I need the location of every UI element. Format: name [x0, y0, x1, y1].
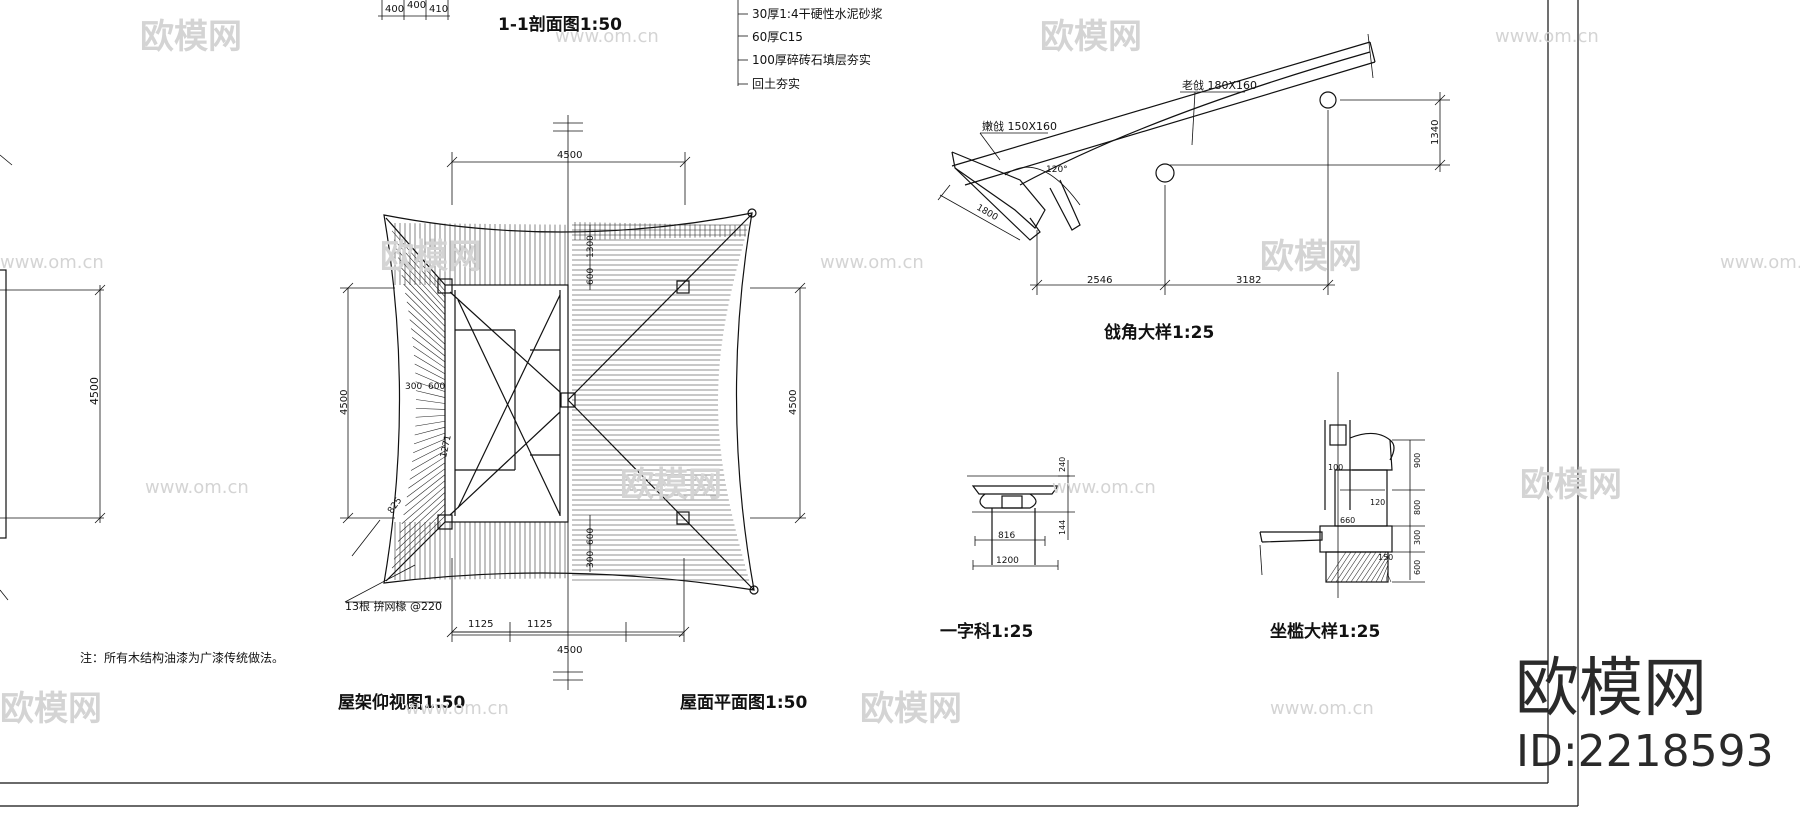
corner-angle-120: 120° — [1046, 165, 1068, 175]
far-left-height-dim: 4500 — [88, 377, 101, 405]
corner-detail-drawing: 2546 3182 1340 1800 120° 嫩戗 150X160 老戗 1… — [937, 33, 1450, 295]
plan-inner-dim-b: 600 — [428, 382, 445, 392]
wood-finish-note: 注：所有木结构油漆为广漆传统做法。 — [80, 650, 284, 665]
plan-side-dim-d: 300 — [586, 551, 596, 568]
plan-side-dim-c: 600 — [586, 528, 596, 545]
layer-note-2: 60厚C15 — [752, 30, 803, 44]
plan-diag-dim-a: 1271 — [439, 434, 454, 458]
watermark-url-7: www.om.cn — [1052, 477, 1156, 498]
bench-dim-900: 900 — [1413, 453, 1422, 468]
top-dim-3: 410 — [429, 4, 448, 15]
title-roof-plan: 屋面平面图1:50 — [680, 693, 807, 713]
yizi-dim-816: 816 — [998, 531, 1015, 541]
watermark-url-4: www.om.cn — [820, 252, 924, 273]
corner-dim-2546: 2546 — [1087, 275, 1112, 286]
plan-width-bottom-dim: 4500 — [557, 645, 582, 656]
title-bench-detail: 坐槛大样1:25 — [1270, 621, 1380, 642]
watermark-logo-6: 欧模网 — [1520, 465, 1622, 505]
yizi-dim-240: 240 — [1058, 457, 1067, 472]
watermark-layer: 欧模网 www.om.cn 欧模网 www.om.cn www.om.cn 欧模… — [0, 17, 1800, 729]
layer-notes: 30厚1:4干硬性水泥砂浆 60厚C15 100厚碎砖石填层夯实 回土夯实 — [737, 0, 883, 91]
layer-note-1: 30厚1:4干硬性水泥砂浆 — [752, 6, 883, 21]
corner-dim-1340: 1340 — [1430, 120, 1441, 145]
brand-id: ID:2218593 — [1516, 726, 1774, 777]
layer-note-3: 100厚碎砖石填层夯实 — [752, 52, 871, 67]
title-section-1-1: 1-1剖面图1:50 — [498, 14, 622, 35]
bench-dim-660: 660 — [1340, 516, 1355, 525]
watermark-url-1: www.om.cn — [555, 26, 659, 47]
watermark-url-8: www.om.cn — [405, 698, 509, 719]
section-top-dims: 400 400 410 — [378, 0, 450, 20]
watermark-logo-3: 欧模网 — [380, 237, 482, 277]
roof-plan-drawing: 4500 4500 1125 1125 4500 4500 — [339, 115, 806, 690]
watermark-logo-5: 欧模网 — [620, 465, 722, 505]
yizi-ke-drawing: 816 1200 240 144 — [967, 457, 1075, 570]
watermark-logo-4: 欧模网 — [1260, 237, 1362, 277]
bench-dim-300: 300 — [1413, 530, 1422, 545]
corner-dim-3182: 3182 — [1236, 275, 1261, 286]
corner-label-tender-rafter: 嫩戗 150X160 — [982, 119, 1057, 133]
plan-diag-dim-b: 825 — [386, 496, 404, 516]
plan-inner-dim-a: 300 — [405, 382, 422, 392]
plan-bottom-half-right: 1125 — [527, 619, 552, 630]
watermark-logo-1: 欧模网 — [140, 17, 242, 57]
plan-bottom-half-left: 1125 — [468, 619, 493, 630]
watermark-url-6: www.om.cn — [145, 477, 249, 498]
watermark-logo-8: 欧模网 — [860, 689, 962, 729]
layer-note-4: 回土夯实 — [752, 76, 800, 91]
top-dim-1: 400 — [385, 4, 404, 15]
yizi-dim-144: 144 — [1058, 520, 1067, 535]
bench-dim-120: 120 — [1370, 498, 1385, 507]
title-yizi-ke: 一字科1:25 — [940, 621, 1033, 642]
plan-right-height-dim: 4500 — [788, 390, 799, 415]
bench-dim-600: 600 — [1413, 560, 1422, 575]
plan-callout-rafters: 13根 拚网椽 @220 — [345, 599, 442, 613]
watermark-logo-7: 欧模网 — [0, 689, 102, 729]
plan-width-top-dim: 4500 — [557, 150, 582, 161]
watermark-logo-2: 欧模网 — [1040, 17, 1142, 57]
watermark-url-9: www.om.cn — [1270, 698, 1374, 719]
bench-dim-100: 100 — [1328, 463, 1343, 472]
title-corner-detail: 戗角大样1:25 — [1104, 322, 1214, 343]
watermark-url-2: www.om.cn — [1495, 26, 1599, 47]
watermark-url-5: www.om.cn — [1720, 252, 1800, 273]
title-roof-frame-view: 屋架仰视图1:50 — [338, 692, 465, 713]
yizi-dim-1200: 1200 — [996, 556, 1019, 566]
plan-side-dim-a: 1300 — [586, 235, 596, 258]
left-partial-drawing: 4500 — [0, 154, 106, 601]
watermark-url-3: www.om.cn — [0, 252, 104, 273]
corner-label-old-rafter: 老戗 180X160 — [1182, 79, 1257, 92]
plan-left-height-dim: 4500 — [339, 390, 350, 415]
bench-detail-drawing: 900 800 300 600 660 120 150 100 — [1259, 372, 1425, 598]
brand-name: 欧模网 — [1515, 652, 1707, 726]
bench-dim-800: 800 — [1413, 500, 1422, 515]
plan-side-dim-b: 600 — [586, 268, 596, 285]
top-dim-2: 400 — [407, 0, 426, 11]
bench-dim-150: 150 — [1378, 553, 1393, 562]
corner-dim-1800: 1800 — [975, 203, 1000, 223]
